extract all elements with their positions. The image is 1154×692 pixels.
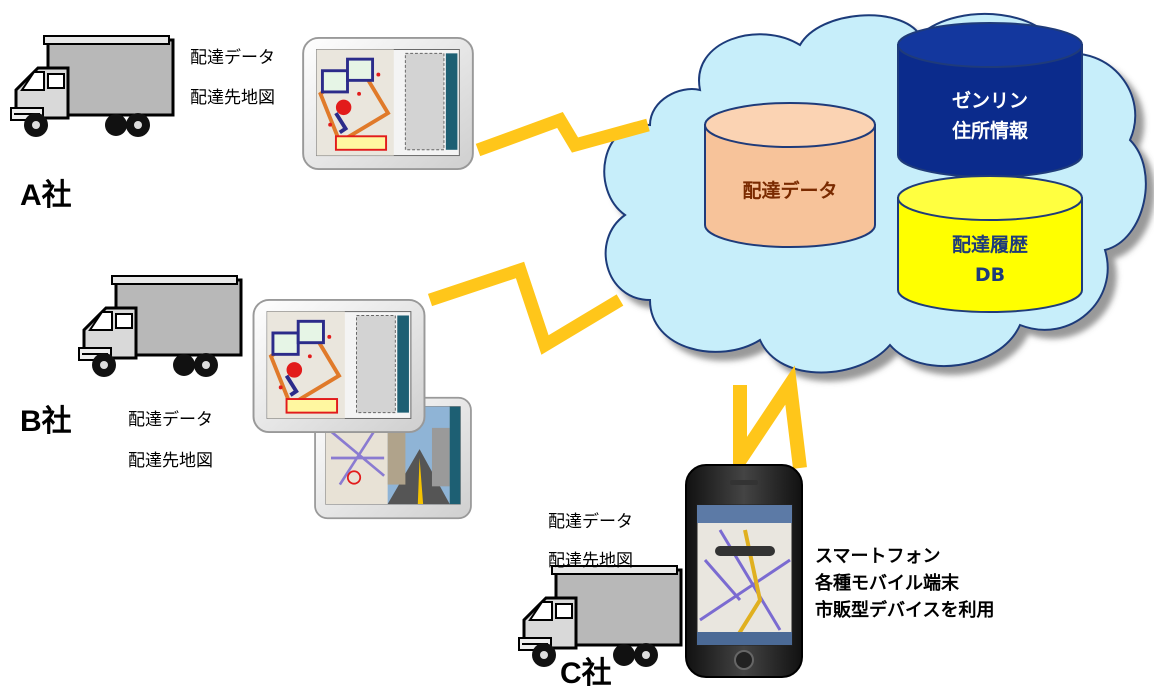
label-c-delivery-data: 配達データ [548, 512, 633, 532]
company-a-label: A社 [20, 179, 72, 212]
db-history-line1: 配達履歴 [951, 234, 1028, 256]
truck-a-icon [9, 34, 175, 139]
db-zenrin-line2: 住所情報 [951, 120, 1028, 142]
link-a [475, 112, 650, 157]
db-zenrin-label: ゼンリン 住所情報 [898, 86, 1082, 146]
label-b-delivery-data: 配達データ [128, 410, 213, 430]
tablet-a-icon [301, 36, 475, 171]
company-c-label: C社 [560, 657, 612, 690]
db-history-label: 配達履歴 DB [898, 230, 1082, 290]
devices-note: スマートフォン 各種モバイル端末 市販型デバイスを利用 [815, 543, 994, 624]
devices-note-line2: 各種モバイル端末 [815, 573, 959, 594]
label-b-delivery-map: 配達先地図 [128, 451, 213, 471]
label-c-delivery-map: 配達先地図 [548, 551, 633, 571]
smartphone-icon [685, 464, 803, 678]
label-a-delivery-map: 配達先地図 [190, 88, 275, 108]
db-history-cylinder [897, 175, 1083, 313]
devices-note-line1: スマートフォン [815, 546, 941, 567]
db-delivery-cylinder [704, 102, 876, 248]
link-c [733, 365, 807, 484]
company-b-label: B社 [20, 405, 72, 438]
label-a-delivery-data: 配達データ [190, 48, 275, 68]
tablet-b-icon [254, 300, 425, 432]
db-delivery-label: 配達データ [742, 180, 838, 202]
db-zenrin-cylinder [897, 22, 1083, 178]
truck-b-icon [77, 274, 243, 379]
devices-note-line3: 市販型デバイスを利用 [815, 600, 995, 621]
db-zenrin-line1: ゼンリン [951, 90, 1028, 112]
db-history-line2: DB [974, 264, 1006, 286]
link-b [427, 261, 624, 355]
